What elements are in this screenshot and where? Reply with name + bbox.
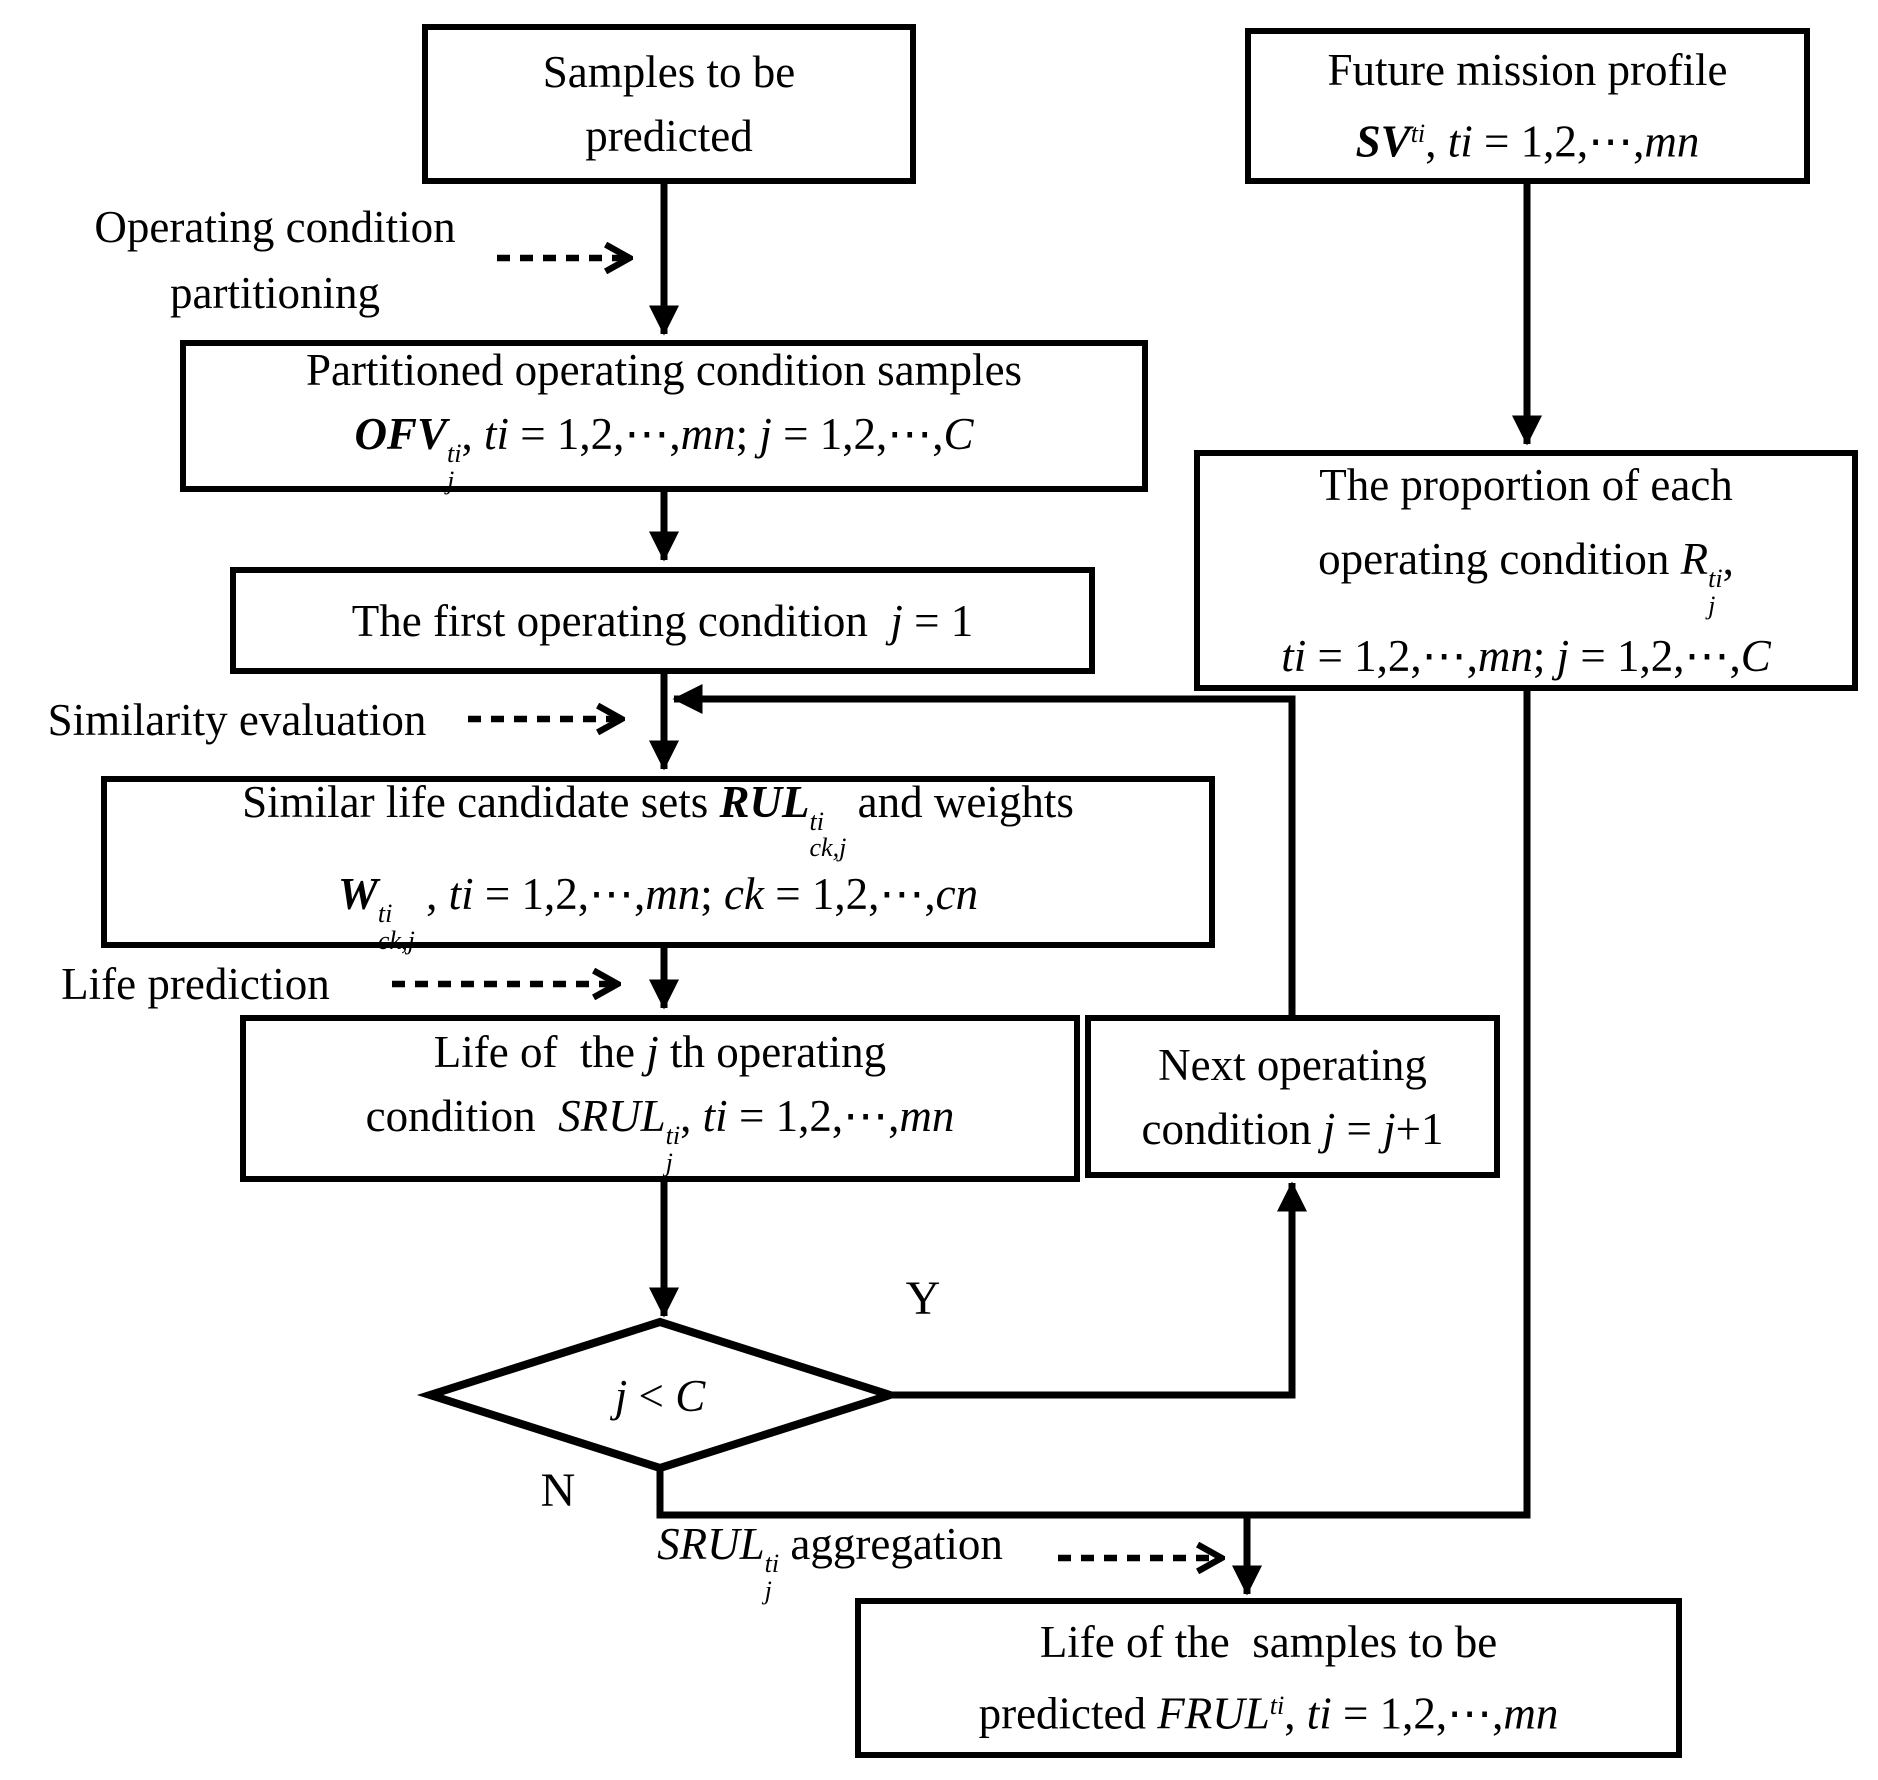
no-text: N: [540, 1463, 576, 1517]
line-no-merge-and-proportion: [656, 690, 1531, 1519]
box-first-operating-condition: The first operating condition j = 1: [230, 567, 1095, 674]
label-similarity-evaluation: Similarity evaluation: [47, 695, 427, 745]
decision-label: j < C: [614, 1371, 706, 1421]
label-no-branch: N: [530, 1460, 586, 1520]
yes-text: Y: [905, 1271, 941, 1325]
arrow-feedback-next-to-similar: [672, 684, 1296, 1015]
label-yes-branch: Y: [895, 1268, 951, 1328]
arrow-yes-to-next: [890, 1181, 1307, 1399]
decision-diamond: [416, 1317, 904, 1473]
label-life-prediction: Life prediction: [61, 959, 330, 1009]
